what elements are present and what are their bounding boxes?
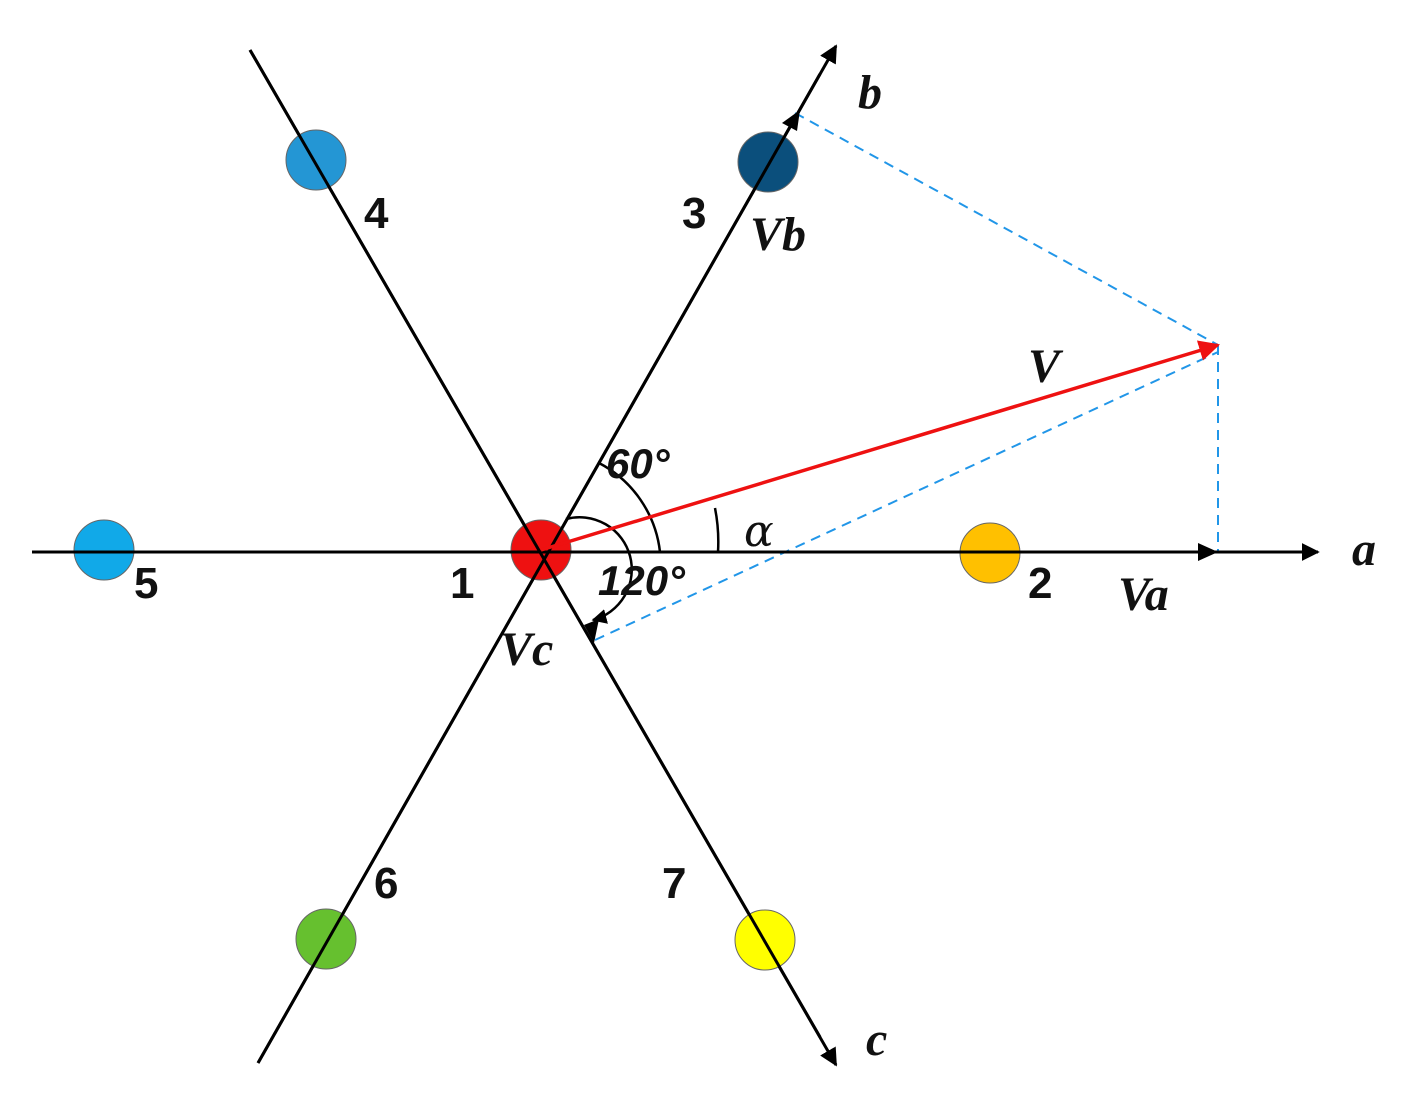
node-4-label: 4 bbox=[364, 189, 389, 238]
vector-vc-label: Vc bbox=[500, 623, 553, 676]
node-2-label: 2 bbox=[1028, 559, 1052, 608]
projection-vb-to-v bbox=[794, 112, 1219, 346]
vector-v-label: V bbox=[1028, 340, 1064, 393]
node-7-label: 7 bbox=[662, 859, 686, 908]
angle-alpha-label: α bbox=[744, 506, 774, 557]
va-arrowhead bbox=[1198, 543, 1218, 561]
angle-arcs bbox=[565, 461, 720, 624]
vector-v bbox=[540, 340, 1221, 552]
projection-lines bbox=[594, 112, 1219, 641]
vector-vb-label: Vb bbox=[750, 208, 806, 261]
node-6-circle bbox=[295, 908, 357, 970]
projection-vc-to-v bbox=[594, 351, 1219, 641]
axis-b-label: b bbox=[858, 66, 882, 119]
axis-labels: a b c bbox=[858, 66, 1376, 1066]
node-5-circle bbox=[73, 519, 135, 581]
vector-va-label: Va bbox=[1118, 568, 1169, 621]
vc-arrowhead bbox=[584, 619, 599, 643]
node-3-circle bbox=[737, 131, 799, 193]
node-1-label: 1 bbox=[450, 559, 474, 608]
angle-labels: 60° 120° α bbox=[598, 440, 774, 604]
node-5-label: 5 bbox=[134, 559, 158, 608]
node-4-circle bbox=[285, 129, 347, 191]
node-3-label: 3 bbox=[682, 189, 706, 238]
vector-labels: V Va Vb Vc bbox=[500, 208, 1169, 676]
node-labels: 1 2 3 4 5 6 7 bbox=[134, 189, 1052, 908]
axis-a-label: a bbox=[1352, 523, 1376, 576]
axes bbox=[32, 44, 1320, 1067]
axes-overlay bbox=[32, 49, 1200, 1064]
angle-60-label: 60° bbox=[606, 440, 671, 487]
arc-120 bbox=[565, 516, 633, 624]
angle-120-label: 120° bbox=[598, 557, 686, 604]
arc-alpha bbox=[713, 507, 720, 553]
node-6-label: 6 bbox=[374, 859, 398, 908]
axis-c-label: c bbox=[866, 1013, 887, 1066]
arc-60 bbox=[598, 461, 662, 553]
